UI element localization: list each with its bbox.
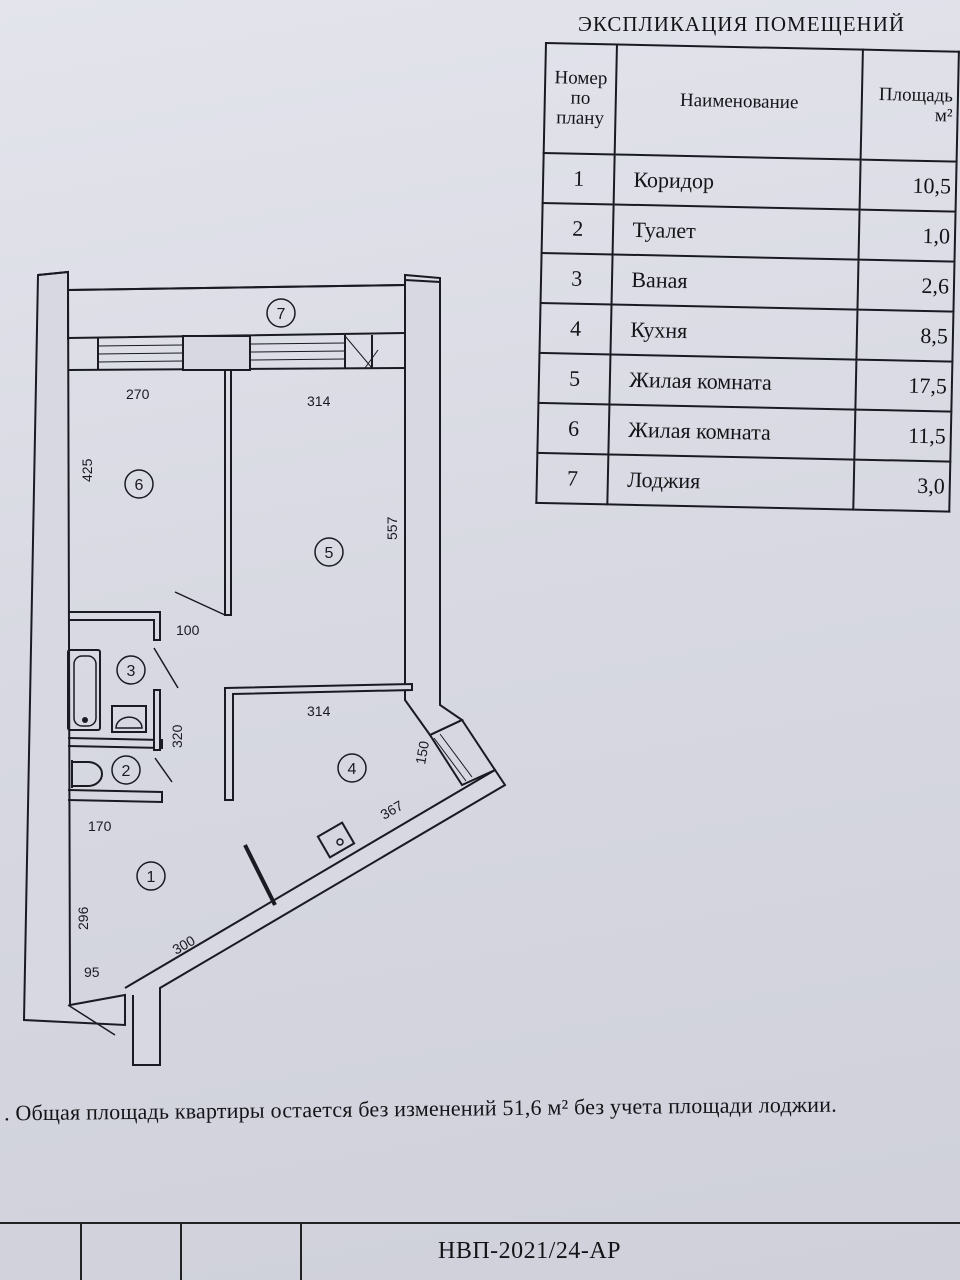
row-area: 3,0	[853, 459, 951, 512]
room-label-4: 4	[348, 761, 357, 778]
row-number: 1	[542, 152, 616, 205]
row-name: Лоджия	[607, 454, 855, 510]
row-name: Туалет	[612, 204, 860, 260]
room-marker-1	[136, 861, 166, 891]
header-area: Площадь м²	[861, 49, 959, 162]
title-block-divider	[180, 1222, 182, 1280]
row-number: 5	[538, 352, 611, 405]
row-area: 11,5	[854, 409, 952, 462]
room-marker-6	[124, 469, 154, 499]
bathtub-icon	[67, 649, 101, 731]
row-number: 2	[541, 202, 614, 255]
dim-320: 320	[169, 724, 185, 748]
dim-425: 425	[79, 458, 95, 482]
table-row: 4 Кухня 8,5	[539, 302, 954, 362]
dim-557: 557	[384, 516, 400, 540]
title-block-divider	[300, 1222, 302, 1280]
row-name: Жилая комната	[608, 404, 856, 460]
partition-6-5	[224, 370, 232, 616]
explication-title: ЭКСПЛИКАЦИЯ ПОМЕЩЕНИЙ	[578, 12, 906, 36]
row-area: 8,5	[856, 309, 954, 362]
row-area: 17,5	[855, 359, 953, 412]
room-marker-5	[314, 537, 344, 567]
dim-367: 367	[378, 797, 406, 823]
room-label-1: 1	[147, 869, 156, 886]
table-row: 1 Коридор 10,5	[542, 152, 957, 212]
table-row: 7 Лоджия 3,0	[536, 452, 951, 512]
floor-plan: 7 6 5 3 2 4 1 270 314 425 557 100 320 31…	[22, 270, 507, 1066]
row-name: Кухня	[610, 304, 858, 360]
room-marker-3	[116, 655, 146, 685]
dim-150: 150	[412, 740, 432, 766]
row-number: 4	[539, 302, 612, 355]
row-name: Жилая комната	[609, 354, 857, 410]
bathroom-walls	[68, 611, 161, 641]
kitchen-sink-icon	[316, 821, 356, 859]
row-area: 10,5	[859, 159, 957, 212]
dim-270: 270	[126, 386, 150, 402]
table-row: 5 Жилая комната 17,5	[538, 352, 953, 412]
document-code: НВП-2021/24-АР	[438, 1238, 622, 1264]
toilet-icon	[71, 760, 103, 788]
right-exterior-wall	[404, 278, 465, 737]
dim-100: 100	[176, 622, 200, 638]
row-name: Ваная	[611, 254, 859, 310]
room-label-2: 2	[122, 763, 131, 780]
dim-170: 170	[88, 818, 112, 834]
room-marker-4	[337, 753, 367, 783]
row-number: 3	[540, 252, 613, 305]
table-row: 2 Туалет 1,0	[541, 202, 956, 262]
dim-314-top: 314	[307, 393, 331, 409]
sink-icon	[111, 705, 147, 733]
dim-314-mid: 314	[307, 703, 331, 719]
room-marker-7	[266, 298, 296, 328]
row-name: Коридор	[613, 154, 862, 210]
table-row: 3 Ваная 2,6	[540, 252, 955, 312]
title-block-line	[0, 1222, 960, 1224]
room-marker-2	[111, 755, 141, 785]
room-label-5: 5	[325, 545, 334, 562]
row-number: 6	[537, 402, 610, 455]
table-header-row: Номер по плану Наименование Площадь м²	[543, 43, 959, 162]
dim-296: 296	[75, 906, 91, 930]
diagonal-exterior-wall	[124, 768, 507, 1066]
room-label-7: 7	[277, 306, 286, 323]
header-name: Наименование	[615, 44, 864, 160]
header-number: Номер по плану	[543, 43, 618, 155]
dim-95: 95	[84, 964, 100, 980]
row-area: 1,0	[858, 209, 956, 262]
row-area: 2,6	[857, 259, 955, 312]
explication-table: Номер по плану Наименование Площадь м² 1…	[535, 42, 960, 513]
row-number: 7	[536, 452, 609, 505]
room-label-6: 6	[135, 477, 144, 494]
title-block-divider	[80, 1222, 82, 1280]
table-row: 6 Жилая комната 11,5	[537, 402, 952, 462]
partition-kitchen	[224, 682, 413, 801]
room-label-3: 3	[127, 663, 136, 680]
